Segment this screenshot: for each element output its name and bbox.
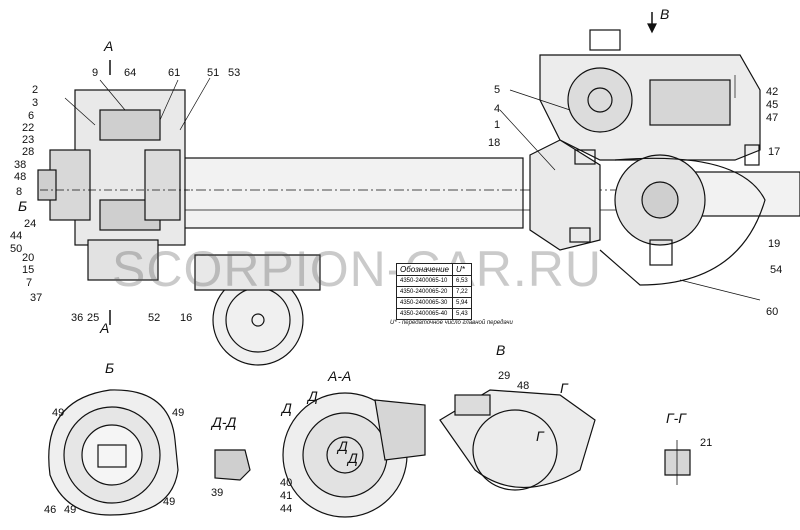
- callout: 17: [768, 146, 781, 158]
- header-u: U*: [452, 263, 472, 276]
- callout: 23: [22, 134, 35, 146]
- callout: 38: [14, 159, 27, 171]
- callout: 49: [172, 407, 185, 419]
- callout: 42: [766, 86, 779, 98]
- callout: 47: [766, 112, 779, 124]
- callout: 53: [228, 67, 241, 79]
- callout: 5: [494, 84, 501, 96]
- callout: 49: [64, 504, 77, 516]
- view-title-v: В: [496, 342, 506, 358]
- callout: 51: [207, 67, 220, 79]
- callout: 21: [700, 437, 713, 449]
- callout: 3: [32, 97, 39, 109]
- callout: 39: [211, 487, 224, 499]
- callout: 1: [494, 119, 501, 131]
- callout: 19: [768, 238, 781, 250]
- callout: 46: [44, 504, 57, 516]
- callout: 61: [168, 67, 181, 79]
- table-header: Обозначение U*: [395, 263, 472, 276]
- section-mark-g2: Г: [536, 428, 544, 444]
- callout: 29: [498, 370, 511, 382]
- callout: 6: [28, 110, 35, 122]
- view-label-a-bottom: А: [100, 320, 110, 336]
- callout: 20: [22, 252, 35, 264]
- callout: 45: [766, 99, 779, 111]
- view-label-a-top: А: [104, 38, 114, 54]
- section-title-gg: Г-Г: [666, 410, 686, 426]
- axle-tube: [177, 157, 524, 229]
- callout: 28: [22, 146, 35, 158]
- section-gg: [664, 449, 691, 476]
- callout: 41: [280, 490, 293, 502]
- right-tube: [689, 171, 800, 217]
- section-title-aa: А-А: [328, 368, 352, 384]
- callout: 64: [124, 67, 137, 79]
- callout: 24: [24, 218, 37, 230]
- callout: 48: [14, 171, 27, 183]
- callout: 9: [92, 67, 99, 79]
- section-mark-d1: Д: [282, 400, 292, 416]
- callout: 44: [10, 230, 23, 242]
- callout: 7: [26, 277, 33, 289]
- view-label-v-top: В: [660, 6, 670, 22]
- callout: 22: [22, 122, 35, 134]
- callout: 25: [87, 312, 100, 324]
- callout: 44: [280, 503, 293, 515]
- callout: 15: [22, 264, 35, 276]
- callout: 49: [52, 407, 65, 419]
- callout: 60: [766, 306, 779, 318]
- section-mark-d2: Д: [308, 388, 318, 404]
- watermark: SCORPION-CAR.RU: [112, 241, 603, 297]
- callout: 18: [488, 137, 501, 149]
- callout: 52: [148, 312, 161, 324]
- view-title-b: Б: [105, 360, 115, 376]
- callout: 4: [494, 103, 501, 115]
- callout: 37: [30, 292, 43, 304]
- callout: 50: [10, 243, 23, 255]
- section-mark-d3: Д: [338, 438, 348, 454]
- section-mark-d4: Д: [348, 450, 358, 466]
- callout: 8: [16, 186, 23, 198]
- callout: 36: [71, 312, 84, 324]
- section-dd: [214, 449, 251, 481]
- table-note: U* - передаточное число главной передачи: [390, 320, 513, 326]
- callout: 40: [280, 477, 293, 489]
- section-mark-g1: Г: [560, 380, 568, 396]
- section-title-dd: Д-Д: [212, 414, 237, 430]
- callout: 2: [32, 84, 39, 96]
- callout: 54: [770, 264, 783, 276]
- callout: 16: [180, 312, 193, 324]
- view-label-b-side: Б: [18, 198, 28, 214]
- callout: 49: [163, 496, 176, 508]
- callout: 48: [517, 380, 530, 392]
- header-designation: Обозначение: [395, 263, 454, 276]
